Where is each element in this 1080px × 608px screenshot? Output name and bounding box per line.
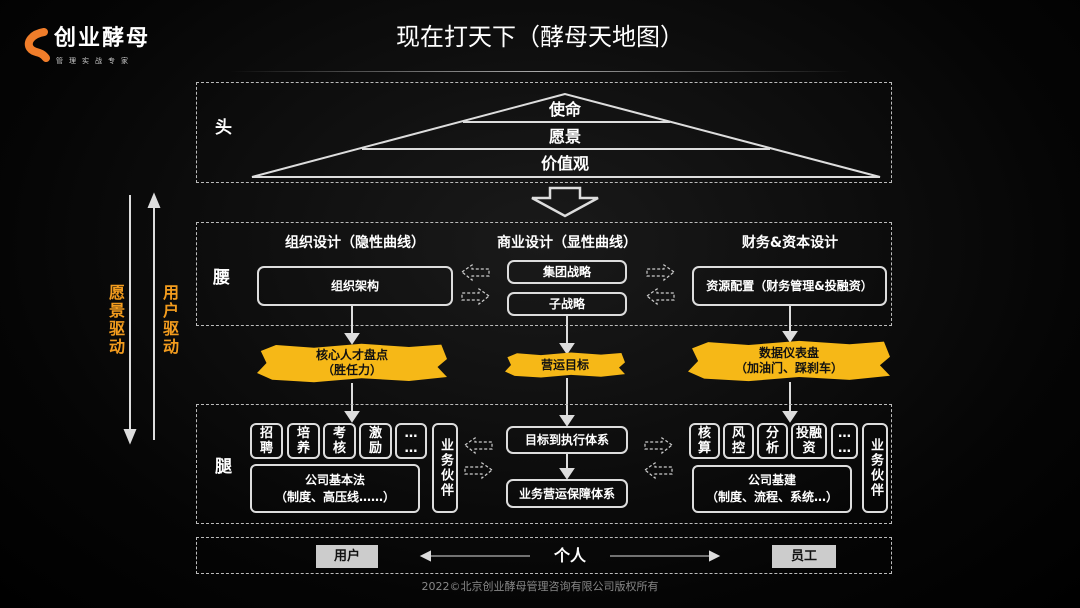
t: 公司基建: [747, 473, 796, 487]
t: 算: [697, 441, 711, 456]
logo-name: 创业酵母: [54, 26, 151, 51]
t: …: [404, 426, 418, 441]
accounting-box: 核算: [689, 423, 720, 459]
logo-tagline: 管理实战专家: [56, 57, 134, 65]
t: …: [838, 441, 851, 456]
more-box: ……: [831, 423, 858, 459]
individual-section: [196, 537, 892, 574]
dashed-right-arrow-icon: [644, 436, 674, 455]
group-strategy-box: 集团战略: [507, 260, 627, 284]
individual-label: 个人: [553, 546, 586, 565]
values: 价值观: [540, 153, 589, 173]
t: 聘: [259, 441, 273, 456]
t: 考: [332, 426, 346, 441]
t: 核: [332, 441, 346, 456]
fin-business-partner-box: 业务伙伴: [862, 423, 888, 513]
incentive-box: 激励: [359, 423, 392, 459]
logo: 创业酵母 管理实战专家: [22, 26, 172, 70]
dashed-left-arrow-icon: [460, 263, 490, 282]
biz-design-heading: 商业设计（显性曲线）: [497, 235, 637, 251]
t: …: [404, 441, 418, 456]
highlight-subtext: （加油门、踩刹车）: [734, 361, 843, 375]
t: 析: [765, 441, 779, 456]
org-design-heading: 组织设计（隐性曲线）: [285, 235, 425, 251]
operating-target-highlight: 营运目标: [505, 352, 625, 378]
highlight-text: 营运目标: [540, 357, 589, 372]
t: （制度、高压线……）: [274, 489, 395, 504]
employee-tag: 员工: [772, 545, 836, 568]
dashed-right-arrow-icon: [461, 287, 491, 306]
more-box: ……: [395, 423, 427, 459]
investment-box: 投融资: [791, 423, 827, 459]
user-driven-label: 用户驱动: [160, 284, 179, 356]
t: 投融: [795, 426, 822, 441]
dashed-right-arrow-icon: [464, 461, 494, 480]
talent-review-highlight: 核心人才盘点（胜任力）: [257, 343, 447, 383]
operations-support-box: 业务营运保障体系: [506, 479, 628, 508]
user-tag: 用户: [316, 545, 378, 568]
footer-copyright: 2022©北京创业酵母管理咨询有限公司版权所有: [421, 580, 659, 593]
t: …: [838, 426, 851, 441]
t: 资: [802, 441, 816, 456]
t: 风: [731, 426, 745, 441]
logo-icon: [24, 28, 50, 62]
t: 励: [368, 441, 382, 456]
org-structure-box: 组织架构: [257, 266, 453, 306]
dashed-left-arrow-icon: [645, 287, 675, 306]
highlight-text: 数据仪表盘: [758, 346, 819, 360]
t: 控: [731, 441, 745, 456]
pyramid: [251, 92, 881, 178]
dashed-right-arrow-icon: [646, 263, 676, 282]
sub-strategy-box: 子战略: [507, 292, 627, 316]
mission: 使命: [548, 99, 581, 119]
title-divider: [230, 71, 850, 72]
highlight-subtext: （胜任力）: [321, 363, 382, 377]
t: 核: [697, 426, 711, 441]
company-infrastructure-box: 公司基建 （制度、流程、系统…）: [692, 465, 852, 513]
highlight-text: 核心人才盘点: [315, 348, 388, 362]
recruit-box: 招聘: [250, 423, 283, 459]
training-box: 培养: [287, 423, 320, 459]
target-execution-box: 目标到执行体系: [506, 426, 628, 454]
legs-label: 腿: [215, 457, 232, 477]
vision: 愿景: [548, 126, 581, 146]
t: 招: [259, 426, 273, 441]
vision-driven-label: 愿景驱动: [106, 284, 125, 356]
down-arrow-icon: [531, 186, 599, 218]
head-label: 头: [215, 118, 232, 138]
org-business-partner-box: 业务伙伴: [432, 423, 458, 513]
t: 养: [296, 441, 310, 456]
dashboard-highlight: 数据仪表盘（加油门、踩刹车）: [688, 340, 890, 382]
head-section: [196, 82, 892, 183]
t: 公司基本法: [304, 472, 365, 487]
fin-design-heading: 财务&资本设计: [741, 235, 839, 251]
legs-section: [196, 404, 892, 524]
company-charter-box: 公司基本法 （制度、高压线……）: [250, 464, 420, 513]
t: 培: [296, 426, 310, 441]
dashed-left-arrow-icon: [463, 436, 493, 455]
waist-label: 腰: [213, 268, 230, 288]
t: （制度、流程、系统…）: [705, 490, 838, 504]
dashed-left-arrow-icon: [643, 461, 673, 480]
waist-section: [196, 222, 892, 326]
t: 激: [368, 426, 382, 441]
risk-control-box: 风控: [723, 423, 754, 459]
page-title: 现在打天下（酵母天地图）: [396, 23, 684, 51]
resource-allocation-box: 资源配置（财务管理&投融资）: [692, 266, 887, 306]
assessment-box: 考核: [323, 423, 356, 459]
t: 分: [765, 426, 779, 441]
analysis-box: 分析: [757, 423, 788, 459]
